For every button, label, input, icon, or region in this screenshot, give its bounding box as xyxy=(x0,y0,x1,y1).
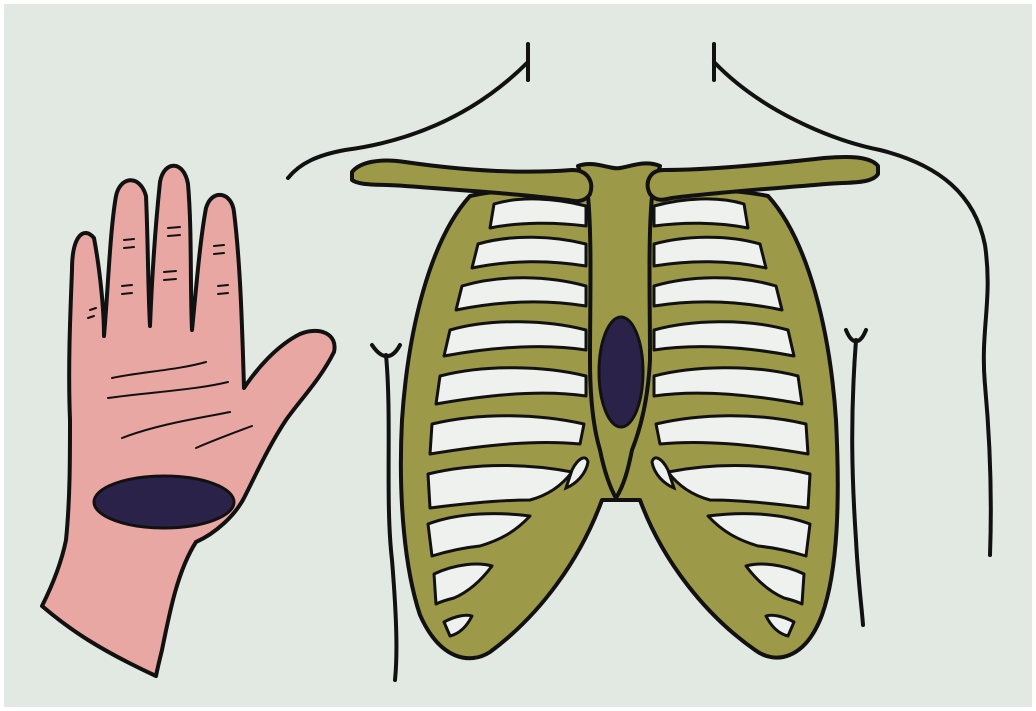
sternum-highlight-oval xyxy=(599,317,643,427)
palm-highlight-oval xyxy=(94,476,234,528)
